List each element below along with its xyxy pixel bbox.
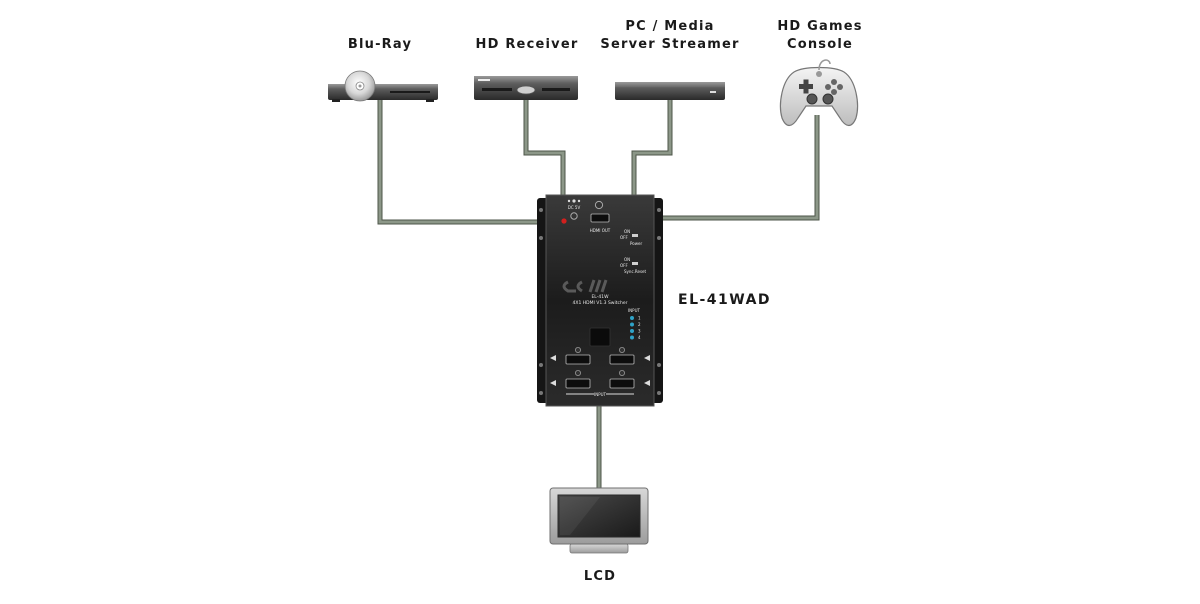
- input-led-icon: [630, 322, 634, 327]
- input-led-number: 2: [638, 322, 641, 327]
- lcd-label: LCD: [583, 569, 617, 584]
- switcher-device: DC 5V HDMI OUT ON OFF Power ON OFF Sync.…: [537, 194, 663, 407]
- hd-receiver-label: HD Receiver: [475, 37, 579, 52]
- input-header-label: INPUT: [628, 308, 641, 313]
- input-led-number: 4: [638, 335, 641, 340]
- input-leds: 12 34: [630, 316, 641, 340]
- hdmi-input-port[interactable]: [609, 378, 635, 389]
- panel-description-label: 4X1 HDMI V1.3 Switcher: [573, 300, 628, 306]
- lcd-tv-icon: [549, 487, 649, 554]
- power-on-label: ON: [624, 229, 630, 234]
- cable-games-console: [658, 115, 820, 221]
- bluray-label: Blu-Ray: [347, 37, 413, 52]
- cable-hd-receiver: [523, 100, 566, 197]
- input-led-number: 1: [638, 316, 641, 321]
- dc-symbol-icon: [572, 199, 576, 203]
- switcher-model-label: EL-41WAD: [678, 292, 772, 308]
- sync-reset-switch[interactable]: [632, 262, 638, 265]
- games-console-label-line2: Console: [786, 37, 854, 52]
- power-label: Power: [630, 241, 642, 246]
- sync-reset-label: Sync.Reset: [624, 269, 647, 274]
- select-button[interactable]: [589, 327, 611, 347]
- games-console-label-line1: HD Games: [777, 19, 863, 34]
- cable-bluray: [377, 100, 540, 225]
- pc-media-label-line1: PC / Media: [625, 19, 715, 34]
- brand-logo-icon: [562, 279, 608, 293]
- cables: [377, 100, 820, 488]
- input-led-icon: [630, 329, 634, 333]
- media-server-device: [615, 82, 725, 100]
- sync-on-label: ON: [624, 257, 630, 262]
- cable-pc-media: [631, 100, 673, 197]
- hdmi-input-port[interactable]: [565, 354, 591, 365]
- game-controller-icon: [779, 59, 859, 127]
- input-led-icon: [630, 335, 634, 340]
- bluray-device: [328, 70, 438, 102]
- input-ports: INPUT: [550, 346, 650, 397]
- dc-label: DC 5V: [568, 205, 581, 210]
- power-off-label: OFF: [620, 235, 628, 240]
- input-led-number: 3: [638, 329, 641, 334]
- hdmi-input-port[interactable]: [609, 354, 635, 365]
- panel-model-label: EL-41W: [591, 294, 609, 300]
- dc-jack[interactable]: [570, 212, 578, 220]
- pc-media-label-line2: Server Streamer: [600, 37, 740, 52]
- power-switch[interactable]: [632, 234, 638, 237]
- sync-off-label: OFF: [620, 263, 628, 268]
- input-footer-label: INPUT: [594, 392, 607, 397]
- hdmi-input-port[interactable]: [565, 378, 591, 389]
- hd-receiver-device: [474, 76, 578, 100]
- hdmi-out-label: HDMI OUT: [590, 228, 611, 233]
- hdmi-out-port[interactable]: [590, 213, 610, 223]
- power-led-icon: [561, 218, 567, 224]
- input-led-icon: [630, 316, 634, 320]
